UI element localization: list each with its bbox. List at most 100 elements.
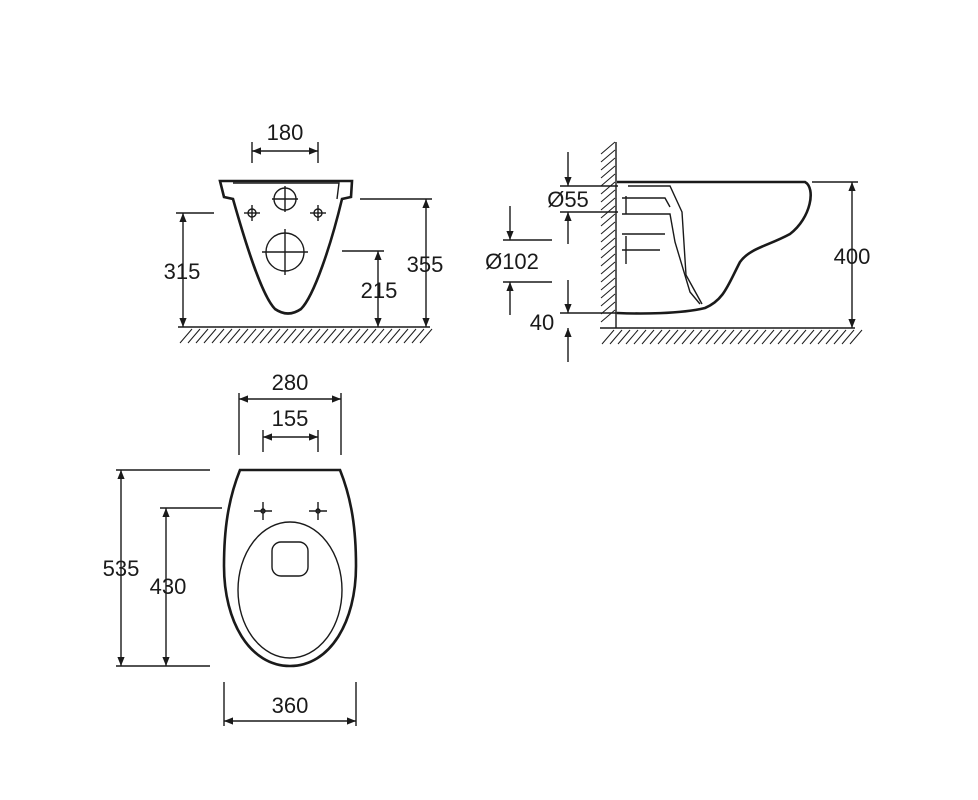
dimension-40-label: 40 [530, 310, 554, 335]
hatch-line [689, 329, 703, 345]
front-holes [244, 186, 326, 275]
hatch-line [625, 329, 639, 345]
hatch-line [291, 328, 305, 344]
hatch-line [339, 328, 353, 344]
hatch-line [600, 229, 616, 243]
hatch-line [617, 329, 631, 345]
top-bowl-opening [237, 521, 343, 659]
hatch-line [801, 329, 815, 345]
hatch-line [600, 189, 616, 203]
hatch-line [825, 329, 839, 345]
dimension-155-label: 155 [272, 406, 309, 431]
hatch-line [600, 149, 616, 163]
top-bolts [254, 502, 327, 520]
dimension-360: 360 [223, 682, 357, 726]
hatch-line [681, 329, 695, 345]
front-bowl-inner [233, 182, 340, 200]
hatch-line [761, 329, 775, 345]
hatch-line [219, 328, 233, 344]
hatch-line [235, 328, 249, 344]
dimension-d102-label: Ø102 [485, 249, 539, 274]
dimension-315: 315 [164, 212, 214, 327]
hatch-line [769, 329, 783, 345]
hatch-line [411, 328, 425, 344]
dimension-d102: Ø102 [485, 206, 552, 315]
hatch-line [641, 329, 655, 345]
side-floor [600, 327, 863, 345]
dimension-215: 215 [342, 250, 398, 327]
hatch-line [600, 277, 616, 291]
dimension-280: 280 [238, 370, 342, 455]
hatch-line [600, 293, 616, 307]
hatch-line [195, 328, 209, 344]
hatch-line [299, 328, 313, 344]
hatch-line [657, 329, 671, 345]
hatch-line [323, 328, 337, 344]
hatch-line [729, 329, 743, 345]
hatch-line [600, 253, 616, 267]
hatch-line [753, 329, 767, 345]
hatch-line [419, 328, 433, 344]
hatch-line [793, 329, 807, 345]
hatch-line [403, 328, 417, 344]
dimension-180: 180 [251, 120, 319, 163]
hatch-line [179, 328, 193, 344]
dimension-400: 400 [812, 181, 871, 328]
hatch-line [600, 157, 616, 171]
front-view: 180 315 215 355 [164, 120, 443, 344]
hatch-line [673, 329, 687, 345]
hatch-line [307, 328, 321, 344]
hatch-line [379, 328, 393, 344]
hatch-line [600, 213, 616, 227]
dimension-155: 155 [262, 406, 319, 452]
hatch-line [227, 328, 241, 344]
front-bowl-outline [218, 179, 354, 315]
hatch-line [275, 328, 289, 344]
dimension-400-label: 400 [834, 244, 871, 269]
hatch-line [600, 269, 616, 283]
hatch-line [721, 329, 735, 345]
hatch-line [849, 329, 863, 345]
hatch-line [600, 309, 616, 323]
hatch-line [251, 328, 265, 344]
hatch-line [600, 245, 616, 259]
front-floor [178, 326, 433, 344]
hatch-line [347, 328, 361, 344]
side-view: Ø55 Ø102 40 400 [485, 141, 871, 362]
dimension-40: 40 [530, 280, 620, 362]
dimension-215-label: 215 [361, 278, 398, 303]
top-view: 280 155 535 430 360 [103, 370, 358, 726]
side-bowl-internals [622, 185, 703, 305]
dimension-360-label: 360 [272, 693, 309, 718]
hatch-line [833, 329, 847, 345]
hatch-line [601, 329, 615, 345]
hatch-line [600, 173, 616, 187]
hatch-line [785, 329, 799, 345]
hatch-line [243, 328, 257, 344]
hatch-line [395, 328, 409, 344]
side-wall [600, 141, 617, 328]
top-seat-outline [222, 468, 358, 668]
hatch-line [187, 328, 201, 344]
hatch-line [203, 328, 217, 344]
hatch-line [363, 328, 377, 344]
hatch-line [600, 165, 616, 179]
hatch-line [211, 328, 225, 344]
dimension-355: 355 [360, 198, 443, 327]
dimension-535: 535 [103, 469, 210, 667]
hatch-line [697, 329, 711, 345]
hatch-line [817, 329, 831, 345]
hatch-line [600, 181, 616, 195]
hatch-line [267, 328, 281, 344]
hatch-line [609, 329, 623, 345]
dimension-315-label: 315 [164, 259, 201, 284]
dimension-280-label: 280 [272, 370, 309, 395]
hatch-line [665, 329, 679, 345]
hatch-line [713, 329, 727, 345]
top-flush-rim [271, 541, 309, 577]
hatch-line [331, 328, 345, 344]
hatch-line [600, 285, 616, 299]
dimension-430-label: 430 [150, 574, 187, 599]
hatch-line [600, 237, 616, 251]
